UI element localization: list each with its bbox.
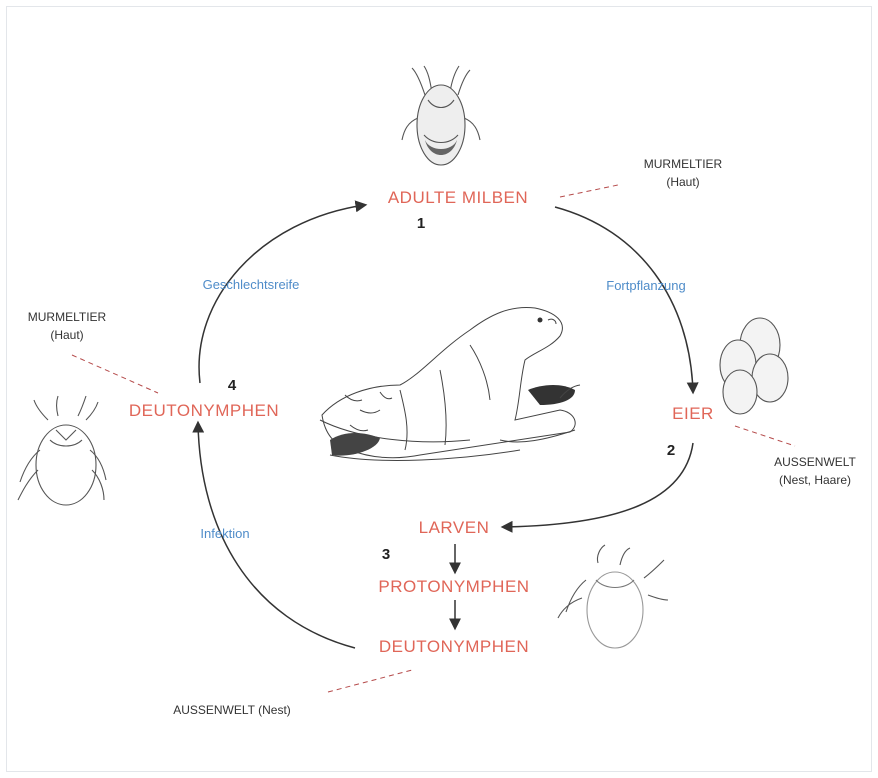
location-nest-environment: AUSSENWELT (Nest) <box>173 703 291 717</box>
step-number-4: 4 <box>228 377 237 394</box>
arrow-host-to-adult <box>199 205 365 383</box>
adult-mite-icon <box>402 66 480 165</box>
stage-deutonymphs-host: DEUTONYMPHEN <box>129 401 279 420</box>
connector-eggs-environment <box>735 426 795 446</box>
location-eggs-environment-line1: AUSSENWELT <box>774 455 856 469</box>
stage-adult-mites: ADULTE MILBEN <box>388 188 528 207</box>
stage-larvae: LARVEN <box>419 518 490 537</box>
step-number-1: 1 <box>417 215 425 232</box>
location-adult-host-line2: (Haut) <box>666 175 699 189</box>
deutonymph-mite-icon <box>18 396 106 505</box>
arrow-eggs-to-larvae <box>503 443 693 527</box>
connector-adult-host <box>560 185 618 197</box>
connector-deuto-host <box>72 355 158 393</box>
location-eggs-environment-line2: (Nest, Haare) <box>779 473 851 487</box>
stage-protonymphs: PROTONYMPHEN <box>378 577 529 596</box>
transition-infection: Infektion <box>200 526 249 541</box>
arrow-adult-to-eggs <box>555 207 693 392</box>
stage-eggs: EIER <box>672 404 714 423</box>
marmot-illustration <box>320 307 580 460</box>
larva-mite-icon <box>558 545 668 648</box>
location-adult-host-line1: MURMELTIER <box>644 157 723 171</box>
eggs-icon <box>720 318 788 414</box>
location-deuto-host-line1: MURMELTIER <box>28 310 107 324</box>
step-number-2: 2 <box>667 442 675 459</box>
transition-maturity: Geschlechtsreife <box>203 277 300 292</box>
connector-nest-environment <box>328 670 412 692</box>
location-deuto-host-line2: (Haut) <box>50 328 83 342</box>
transition-reproduction: Fortpflanzung <box>606 278 686 293</box>
step-number-3: 3 <box>382 546 390 563</box>
stage-deutonymphs-environment: DEUTONYMPHEN <box>379 637 529 656</box>
